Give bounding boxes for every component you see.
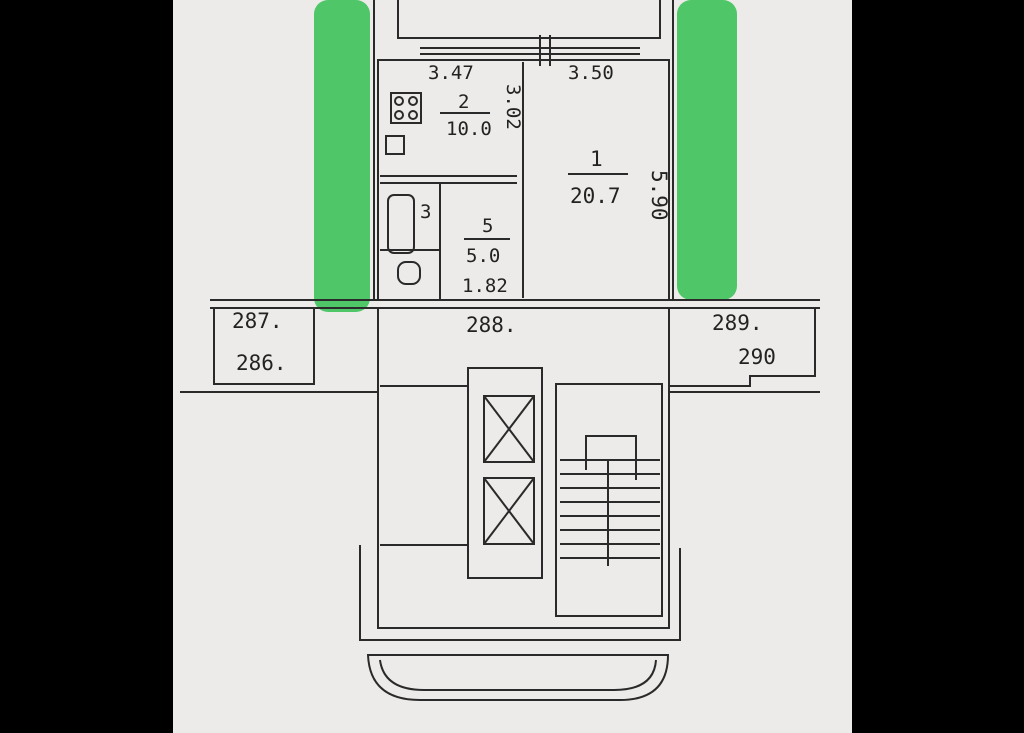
walls: [180, 0, 820, 701]
stairwell: [555, 383, 663, 617]
right-apartments: [669, 307, 816, 387]
burner: [394, 96, 404, 106]
lift-1: [483, 395, 535, 463]
top-balcony: [397, 0, 661, 39]
toilet: [397, 261, 421, 285]
lift-shaft: [467, 367, 543, 579]
burner: [394, 110, 404, 120]
stair-steps: [560, 459, 660, 566]
highlight-strips: [314, 0, 737, 312]
kitchen-width-label: 3.47: [428, 62, 474, 84]
room-width-label: 3.50: [568, 62, 614, 84]
burner: [408, 96, 418, 106]
room-number-3: 3: [420, 201, 431, 223]
room-area-1: 20.7: [570, 184, 621, 208]
labels: 3.47 3.50 3.02 5.90 2 10.0 1 20.7 3 5 5.…: [232, 62, 776, 375]
floor-plan-paper: [173, 0, 852, 733]
apartment-288: 288.: [466, 313, 517, 337]
apartment-286: 286.: [236, 351, 287, 375]
room-number-5: 5: [482, 215, 493, 237]
lift-2-x2: [483, 477, 535, 545]
core-outline: [377, 307, 670, 629]
room-depth-label: 5.90: [647, 170, 671, 221]
apartment-287: 287.: [232, 309, 283, 333]
apartment-289: 289.: [712, 311, 763, 335]
left-apartments: [213, 307, 315, 385]
room-area-5: 5.0: [466, 245, 500, 267]
lift-2: [483, 477, 535, 545]
burner: [408, 110, 418, 120]
room-area-2: 10.0: [446, 118, 492, 140]
room-number-1: 1: [590, 147, 603, 171]
stove: [390, 92, 422, 124]
entrance-block: [359, 545, 681, 641]
highlight-right: [677, 0, 737, 300]
apartment-290: 290: [738, 345, 776, 369]
lift-1-x2: [483, 395, 535, 463]
highlight-left: [314, 0, 370, 312]
entrance-canopy-inner: [379, 659, 657, 691]
hall-width-label: 1.82: [462, 275, 508, 297]
entrance-canopy: [366, 654, 670, 701]
stair-rail: [585, 435, 637, 480]
room-number-2: 2: [458, 91, 469, 113]
kitchen-depth-label: 3.02: [502, 84, 524, 130]
sink: [385, 135, 405, 155]
bathtub: [387, 194, 415, 254]
